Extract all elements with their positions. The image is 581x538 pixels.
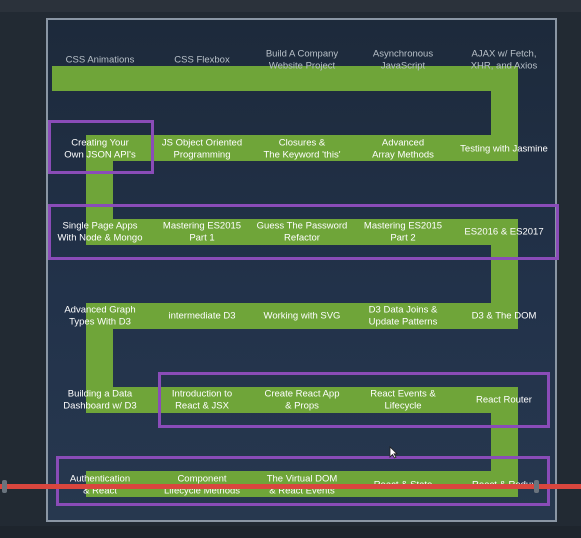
topic-advanced-array-methods: Advanced Array Methods <box>372 137 434 161</box>
topic-es2016-es2017: ES2016 & ES2017 <box>464 226 544 238</box>
highlight-bottom-row <box>56 456 550 506</box>
topic-testing-jasmine: Testing with Jasmine <box>460 143 548 155</box>
progress-start-handle[interactable] <box>2 480 7 493</box>
topic-css-animations: CSS Animations <box>65 54 135 66</box>
path-row-4 <box>86 303 518 329</box>
bottom-bar <box>0 526 581 538</box>
topic-d3-data-joins: D3 Data Joins & Update Patterns <box>368 304 438 328</box>
highlight-react-row <box>158 372 550 428</box>
topic-authentication-react: Authentication & React <box>69 473 131 497</box>
topic-virtual-dom-react-events: The Virtual DOM & React Events <box>266 473 338 497</box>
topic-react-router: React Router <box>476 394 532 406</box>
topic-d3-and-dom: D3 & The DOM <box>471 310 537 322</box>
topic-guess-password-refactor: Guess The Password Refactor <box>256 220 348 244</box>
highlight-row-3 <box>48 204 559 260</box>
roadmap-slide: CSS Animations CSS Flexbox Build A Company… <box>46 18 559 522</box>
topic-create-react-app-props: Create React App & Props <box>264 388 340 412</box>
topic-intermediate-d3: intermediate D3 <box>168 310 236 322</box>
topic-mastering-es2015-part-2: Mastering ES2015 Part 2 <box>363 220 443 244</box>
topic-single-page-apps-node-mongo: Single Page Apps With Node & Mongo <box>57 220 143 244</box>
highlight-json-api <box>48 120 154 174</box>
topic-intro-react-jsx: Introduction to React & JSX <box>171 388 233 412</box>
topic-react-events-lifecycle: React Events & Lifecycle <box>370 388 436 412</box>
video-progress-bar[interactable] <box>0 484 581 489</box>
top-bar <box>0 0 581 12</box>
topic-closures-this: Closures & The Keyword 'this' <box>263 137 341 161</box>
topic-js-oop: JS Object Oriented Programming <box>161 137 243 161</box>
topic-working-with-svg: Working with SVG <box>263 310 341 322</box>
topic-creating-json-apis: Creating Your Own JSON API's <box>64 137 136 161</box>
topic-build-company-website: Build A Company Website Project <box>265 48 339 72</box>
topic-css-flexbox: CSS Flexbox <box>174 54 230 66</box>
topic-mastering-es2015-part-1: Mastering ES2015 Part 1 <box>162 220 242 244</box>
topic-asynchronous-javascript: Asynchronous JavaScript <box>372 48 434 72</box>
topic-ajax-fetch-xhr-axios: AJAX w/ Fetch, XHR, and Axios <box>470 48 538 72</box>
topic-data-dashboard-d3: Building a Data Dashboard w/ D3 <box>63 388 137 412</box>
mouse-cursor-icon <box>389 446 398 459</box>
path-row-3 <box>86 219 518 245</box>
path-row-1 <box>52 66 518 91</box>
path-row-2 <box>86 135 518 161</box>
topic-component-lifecycle: Component Lifecycle Methods <box>163 473 241 497</box>
topic-advanced-graph-types-d3: Advanced Graph Types With D3 <box>64 304 136 328</box>
progress-end-handle[interactable] <box>534 480 539 493</box>
